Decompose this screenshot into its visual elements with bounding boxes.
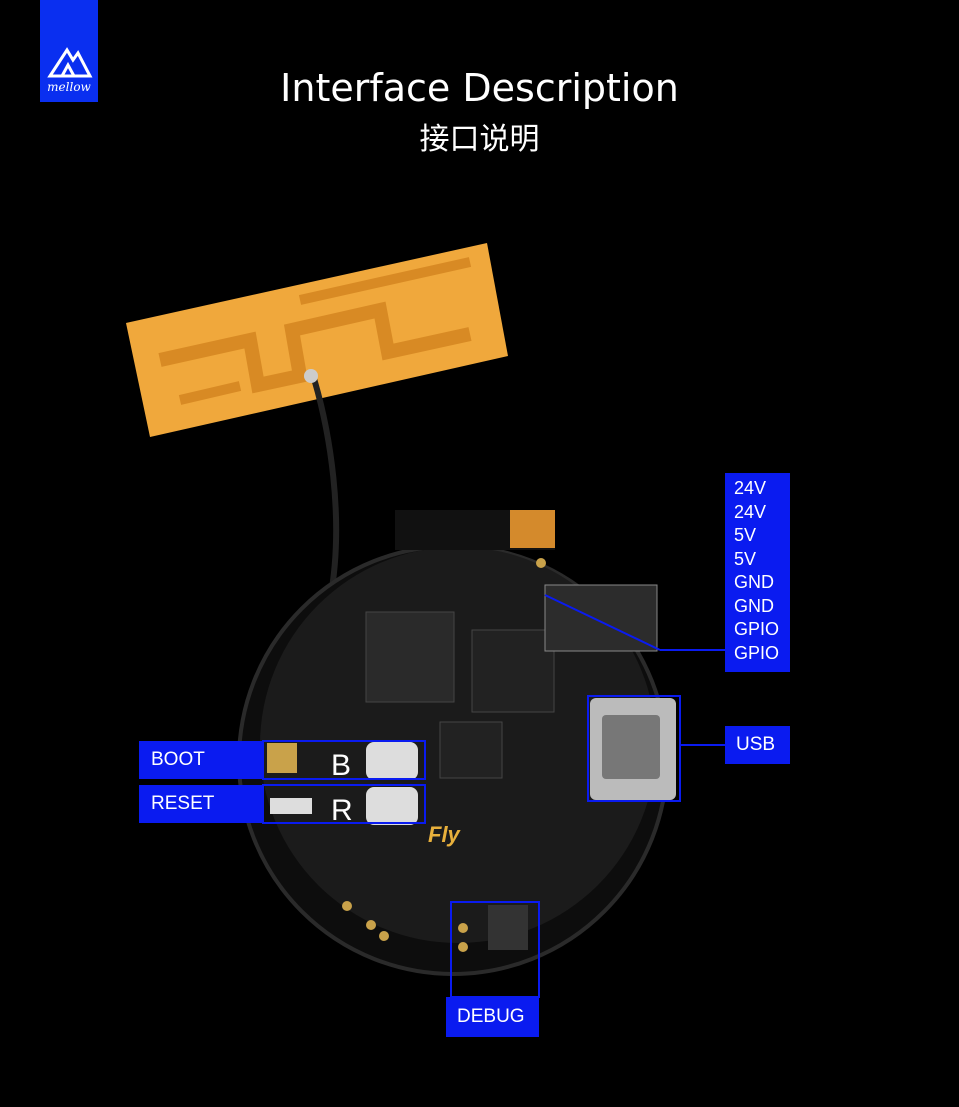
- pin-label: 24V: [734, 478, 767, 498]
- pin-label: GND: [734, 572, 774, 592]
- power-pin-label: 24V 24V 5V 5V GND GND GPIO GPIO: [725, 473, 790, 672]
- debug-label: DEBUG: [446, 997, 539, 1037]
- pin-label: GPIO: [734, 642, 780, 663]
- pin-label: GND: [734, 595, 774, 616]
- silkscreen-r: R: [331, 794, 353, 827]
- boot-label: BOOT: [139, 741, 263, 779]
- debug-pad: [458, 923, 468, 933]
- reset-label: RESET: [139, 785, 263, 823]
- mellow-mountain-icon: [47, 47, 93, 78]
- page-subtitle: 接口说明: [419, 122, 540, 157]
- cable-connector: [304, 369, 318, 383]
- silkscreen-b: B: [331, 749, 351, 782]
- esp-chip: [365, 611, 455, 703]
- usb-label: USB: [725, 726, 790, 764]
- boot-button: [366, 742, 418, 780]
- pin-label: 24V: [734, 501, 767, 522]
- logo-text: mellow: [47, 80, 91, 94]
- silkscreen-fly: Fly: [428, 822, 462, 847]
- flash-chip: [471, 629, 555, 713]
- flex-cable: [510, 510, 555, 548]
- regulator: [488, 905, 528, 950]
- reset-button: [366, 787, 418, 825]
- pin-label: 5V: [734, 525, 757, 545]
- mellow-logo: mellow: [40, 0, 98, 102]
- antenna: [126, 243, 508, 437]
- debug-pad: [458, 942, 468, 952]
- driver-chip: [439, 721, 503, 779]
- page-title: Interface Description: [280, 66, 679, 110]
- pin-label: 5V: [734, 548, 757, 569]
- antenna-connector: [267, 743, 297, 773]
- pin-label: GPIO: [734, 619, 780, 639]
